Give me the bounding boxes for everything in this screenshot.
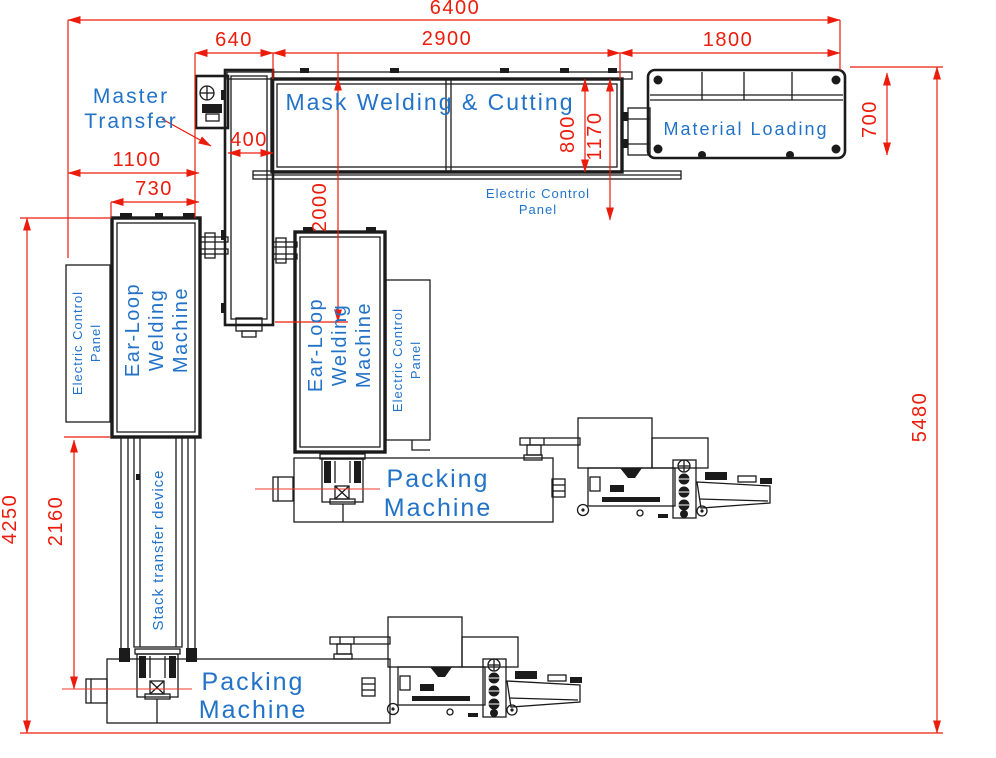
- dim-700: 700: [859, 72, 891, 156]
- electric-control-panel-left: [65, 264, 111, 423]
- dim-2000: 2000: [309, 77, 342, 323]
- ear-loop-left-label-line2: Welding: [146, 289, 168, 371]
- dim-1170-label: 1170: [584, 111, 606, 160]
- dim-800-label: 800: [557, 115, 579, 153]
- ear-loop-machine-left: [110, 213, 229, 439]
- ear-loop-middle-label-line3: Machine: [353, 302, 375, 388]
- dim-1170: 1170: [584, 78, 614, 221]
- ear-loop-middle-label-line2: Welding: [329, 304, 351, 386]
- dim-800: 800: [557, 78, 589, 173]
- ecp-middle-label-line1: Electric Control: [390, 308, 405, 412]
- dim-730: 730: [110, 178, 200, 206]
- dim-640: 640: [194, 29, 274, 57]
- stack-transfer-label: Stack transfer device: [150, 469, 167, 630]
- dim-2900-label: 2900: [422, 28, 473, 50]
- material-loading-machine: [623, 68, 847, 160]
- dim-6400-label: 6400: [430, 0, 481, 19]
- dim-1100: 1100: [67, 149, 200, 177]
- packing-machine-middle: [272, 417, 773, 523]
- packing-bottom-label-line1: Packing: [202, 668, 305, 696]
- packing-bottom-label-line2: Machine: [199, 696, 308, 724]
- ear-loop-left-label-line1: Ear-Loop: [122, 283, 144, 377]
- packing-middle-label-line1: Packing: [387, 465, 490, 493]
- mask-welding-machine: [226, 68, 682, 180]
- ecp-middle-label-line2: Panel: [408, 341, 423, 379]
- master-transfer-label-line1: Master: [93, 85, 169, 108]
- dim-6400: 6400: [67, 0, 841, 24]
- dim-4250-label: 4250: [0, 494, 21, 545]
- dim-400: 400: [227, 129, 274, 157]
- machine-labels: Master Transfer Mask Welding & Cutting M…: [70, 85, 828, 724]
- dim-2000-label: 2000: [309, 182, 331, 233]
- dim-1800-label: 1800: [703, 29, 754, 51]
- ear-loop-left-label-line3: Machine: [170, 287, 192, 373]
- ecp-left-label-line1: Electric Control: [70, 291, 85, 395]
- ecp-top-label-line2: Panel: [519, 202, 557, 217]
- dim-2160-label: 2160: [45, 496, 67, 547]
- dimension-lines: 6400 640 2900 1800 1100 730 400 2000: [0, 0, 943, 734]
- mask-welding-label: Mask Welding & Cutting: [285, 89, 574, 115]
- dim-640-label: 640: [215, 29, 253, 51]
- master-transfer-label-line2: Transfer: [84, 110, 177, 133]
- stack-transfer-device: [119, 436, 197, 700]
- master-transfer-leader-arrow: [161, 118, 212, 147]
- dim-1100-label: 1100: [112, 149, 161, 171]
- dim-5480: 5480: [909, 66, 941, 734]
- packing-middle-label-line2: Machine: [384, 494, 493, 522]
- dim-2900: 2900: [272, 28, 621, 57]
- dim-700-label: 700: [859, 100, 881, 138]
- ecp-left-label-line2: Panel: [88, 324, 103, 362]
- dim-400-label: 400: [230, 129, 268, 151]
- ecp-top-label-line1: Electric Control: [486, 186, 590, 201]
- material-loading-label: Material Loading: [663, 119, 828, 139]
- dim-2160: 2160: [45, 439, 78, 690]
- electric-control-panel-middle: [385, 279, 431, 451]
- master-transfer-machine: [194, 68, 275, 338]
- dim-5480-label: 5480: [909, 392, 931, 443]
- dim-730-label: 730: [135, 178, 173, 200]
- packing-machine-bottom: [85, 616, 583, 724]
- dim-1800: 1800: [619, 29, 841, 57]
- dim-4250: 4250: [0, 217, 31, 734]
- ear-loop-middle-label-line1: Ear-Loop: [305, 298, 327, 392]
